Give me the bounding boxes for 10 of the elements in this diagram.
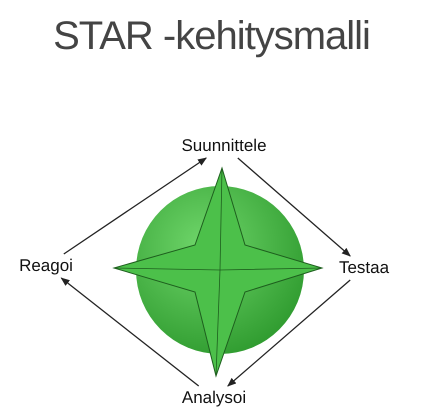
- arrow: [60, 277, 200, 387]
- arrow: [63, 157, 207, 255]
- node-label: Analysoi: [182, 388, 246, 408]
- arrow: [237, 158, 351, 257]
- node-label: Suunnittele: [181, 136, 267, 156]
- arrow: [227, 280, 351, 387]
- node-label: Reagoi: [19, 256, 73, 276]
- node-label: Testaa: [338, 258, 390, 278]
- diagram-title: STAR -kehitysmalli: [52, 14, 371, 59]
- star-drawing: [112, 166, 324, 378]
